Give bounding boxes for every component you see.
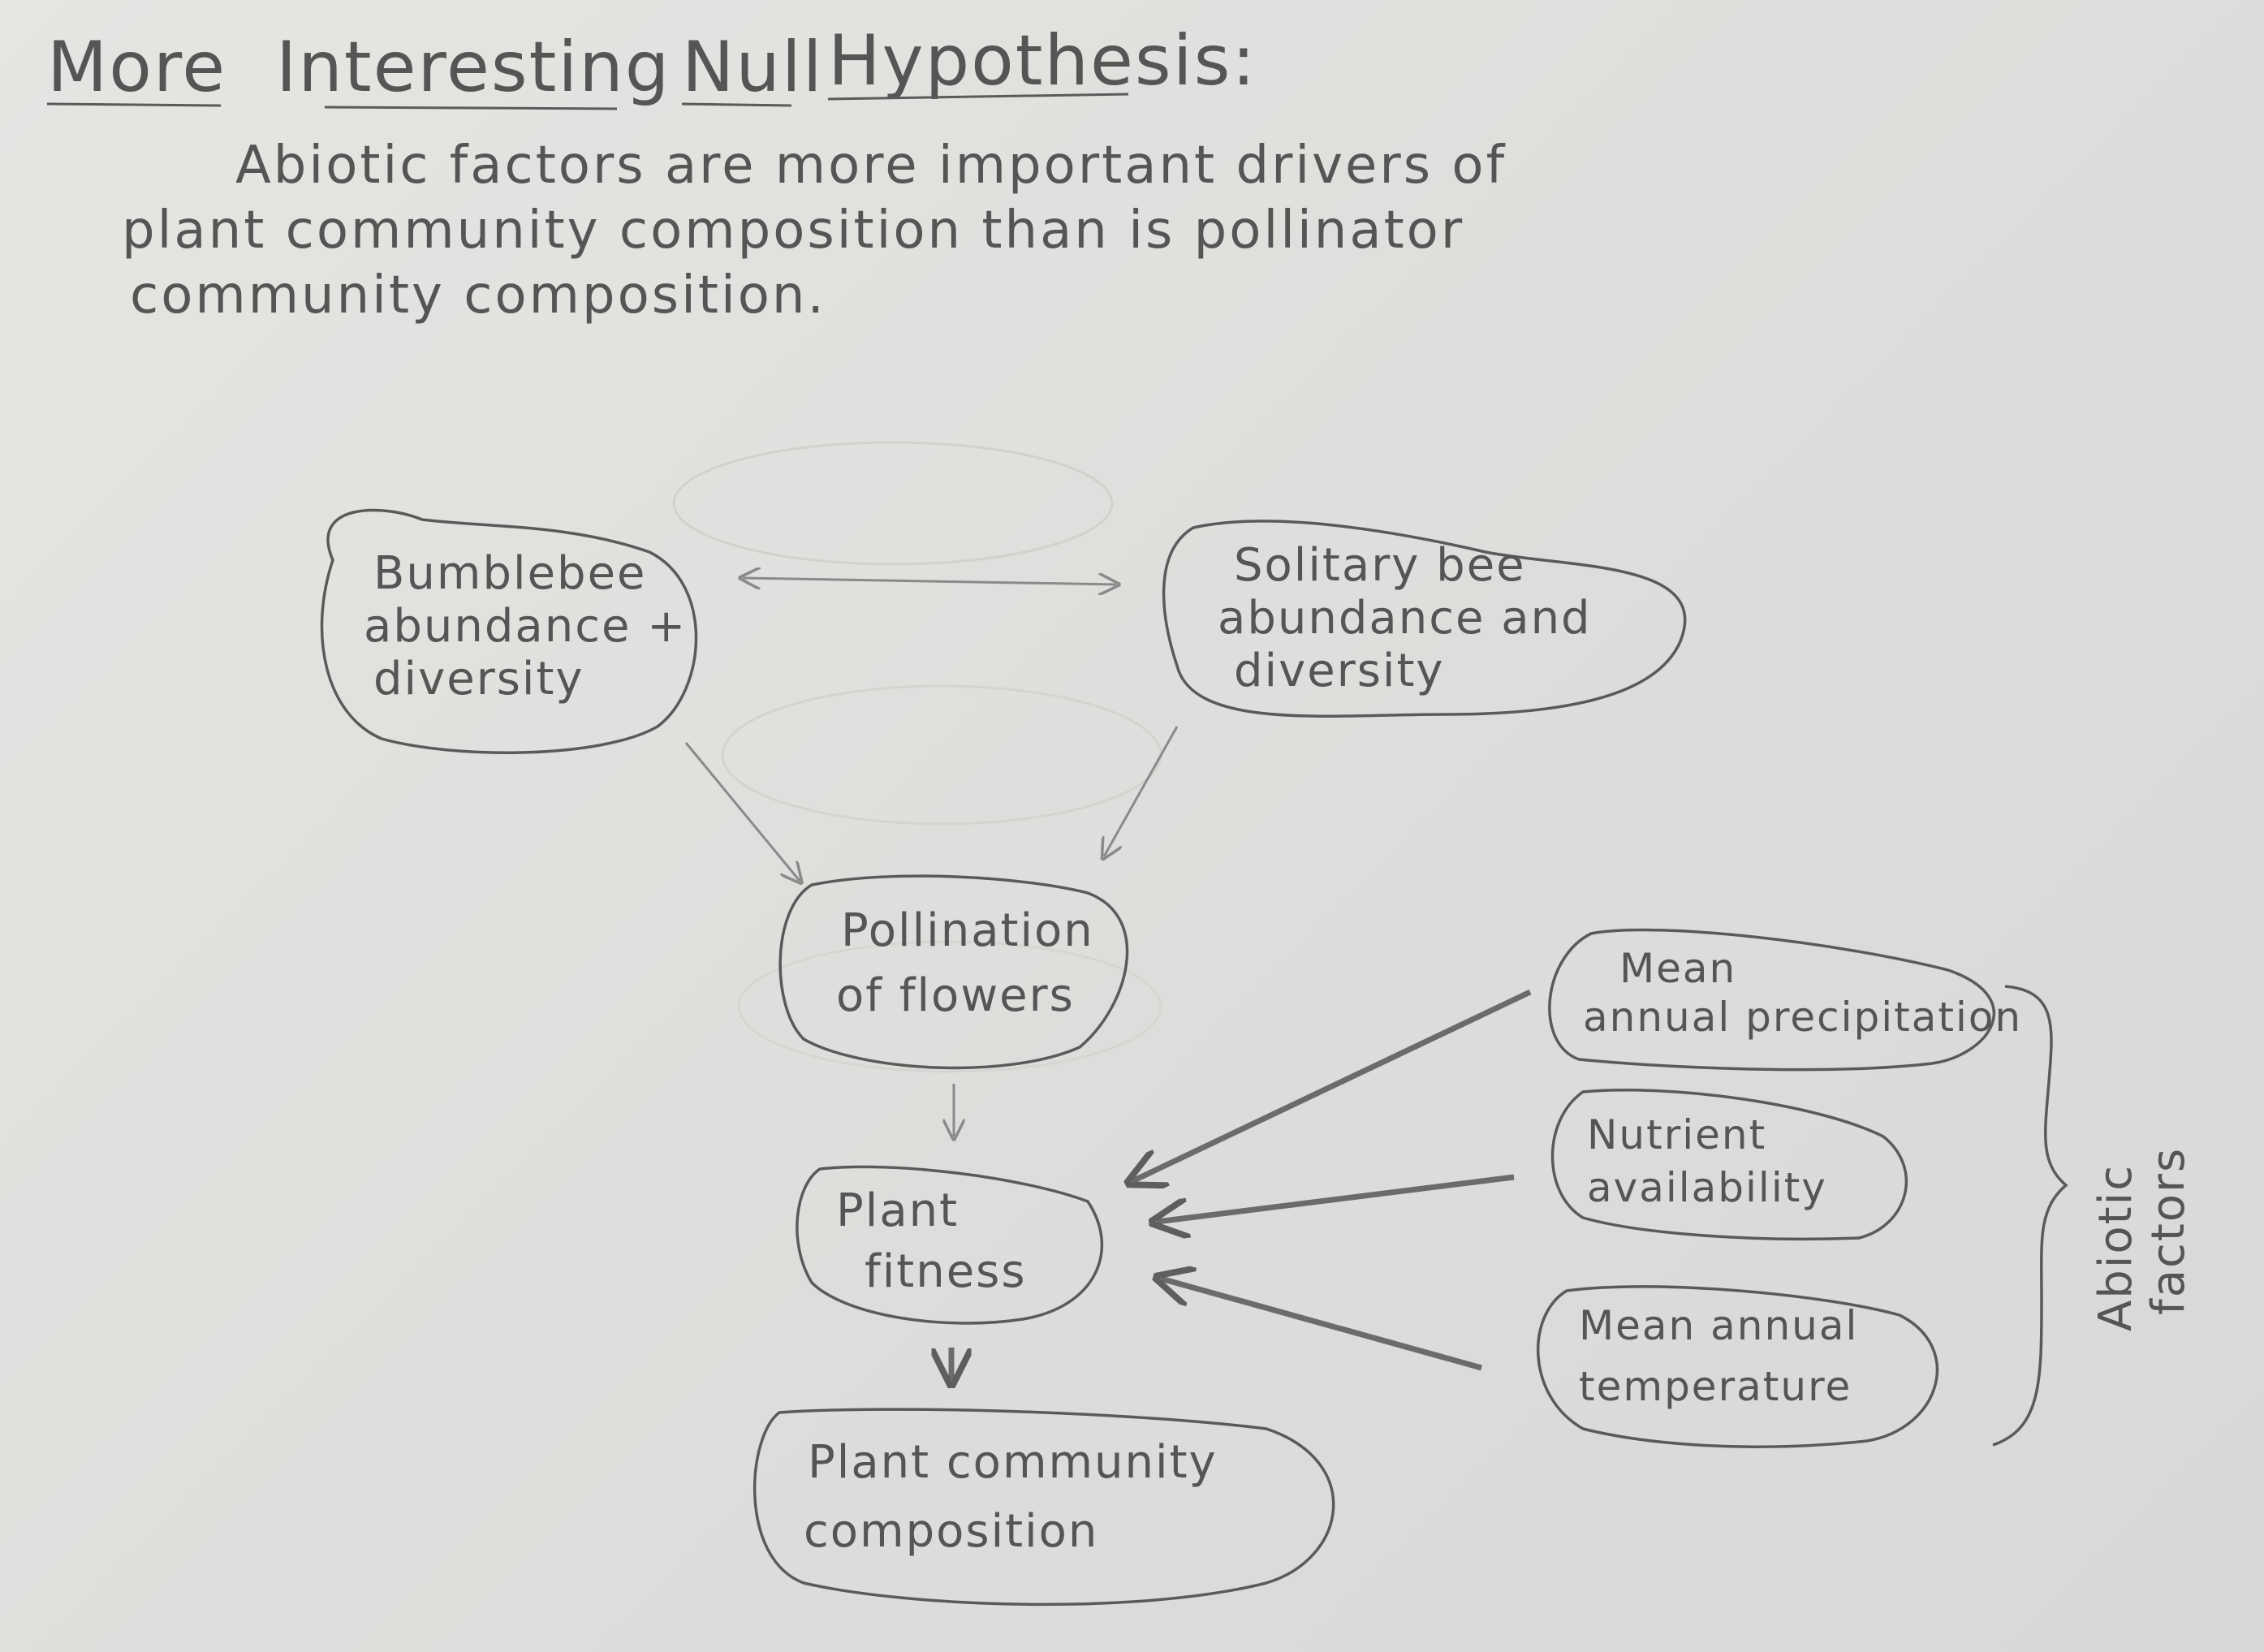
solitary-line-3: diversity: [1234, 645, 1445, 697]
community-node-outline: [753, 1408, 1335, 1607]
temperature-node-outline: [1537, 1285, 1939, 1448]
title-word-4: Hypothesis:: [828, 20, 1257, 101]
abiotic-label-line-1: Abiotic: [2089, 1164, 2142, 1331]
erased-node-1: [672, 441, 1114, 566]
title-underline-4: [827, 93, 1129, 101]
title-word-2: Interesting: [276, 27, 671, 108]
temperature-to-fitness-arrow: [1161, 1279, 1482, 1371]
solitary-line-1: Solitary bee: [1234, 539, 1526, 592]
pollination-line-2: of flowers: [836, 969, 1075, 1022]
nutrient-node-outline: [1550, 1089, 1908, 1241]
title-underline-3: [681, 102, 792, 107]
solitary-line-2: abundance and: [1218, 592, 1592, 645]
bumblebee-line-2: abundance +: [364, 600, 687, 653]
hypothesis-line-1: Abiotic factors are more important drive…: [235, 136, 1507, 196]
title-underline-1: [46, 102, 222, 107]
bumblebee-to-pollination-arrow: [684, 742, 800, 881]
title-word-1: More: [47, 27, 226, 108]
bumblebee-line-1: Bumblebee: [373, 547, 646, 600]
bumblebee-line-3: diversity: [373, 653, 584, 705]
precipitation-to-fitness-arrow: [1132, 989, 1532, 1181]
title-underline-2: [324, 106, 618, 110]
pollination-node-outline: [778, 874, 1129, 1070]
precipitation-node-outline: [1548, 928, 1996, 1072]
fitness-line-2: fitness: [865, 1245, 1027, 1298]
abiotic-label-line-2: factors: [2142, 1147, 2195, 1315]
temperature-line-1: Mean annual: [1579, 1302, 1858, 1349]
fitness-line-1: Plant: [836, 1184, 959, 1237]
title-word-3: Null: [682, 27, 824, 108]
fitness-node-outline: [796, 1165, 1104, 1325]
nutrient-to-fitness-arrow: [1157, 1174, 1515, 1222]
precipitation-line-1: Mean: [1619, 945, 1736, 992]
hypothesis-line-2: plant community composition than is poll…: [122, 201, 1464, 261]
abiotic-label: Abiotic factors: [2089, 1147, 2195, 1331]
solitary-to-pollination-arrow: [1104, 726, 1179, 856]
erased-node-2: [721, 684, 1162, 826]
nutrient-line-1: Nutrient: [1587, 1111, 1766, 1158]
nutrient-line-2: availability: [1587, 1164, 1827, 1211]
temperature-line-2: temperature: [1579, 1363, 1852, 1410]
community-line-1: Plant community: [808, 1436, 1218, 1489]
bee-interaction-arrow: [743, 578, 1116, 584]
pollination-line-1: Pollination: [841, 904, 1094, 957]
solitary-node-outline: [1162, 520, 1687, 718]
community-line-2: composition: [804, 1505, 1098, 1558]
bumblebee-node-outline: [320, 508, 698, 754]
erased-node-3: [737, 940, 1162, 1073]
hypothesis-line-3: community composition.: [130, 265, 826, 326]
precipitation-line-2: annual precipitation: [1583, 994, 2022, 1041]
abiotic-brace: [1992, 985, 2068, 1447]
